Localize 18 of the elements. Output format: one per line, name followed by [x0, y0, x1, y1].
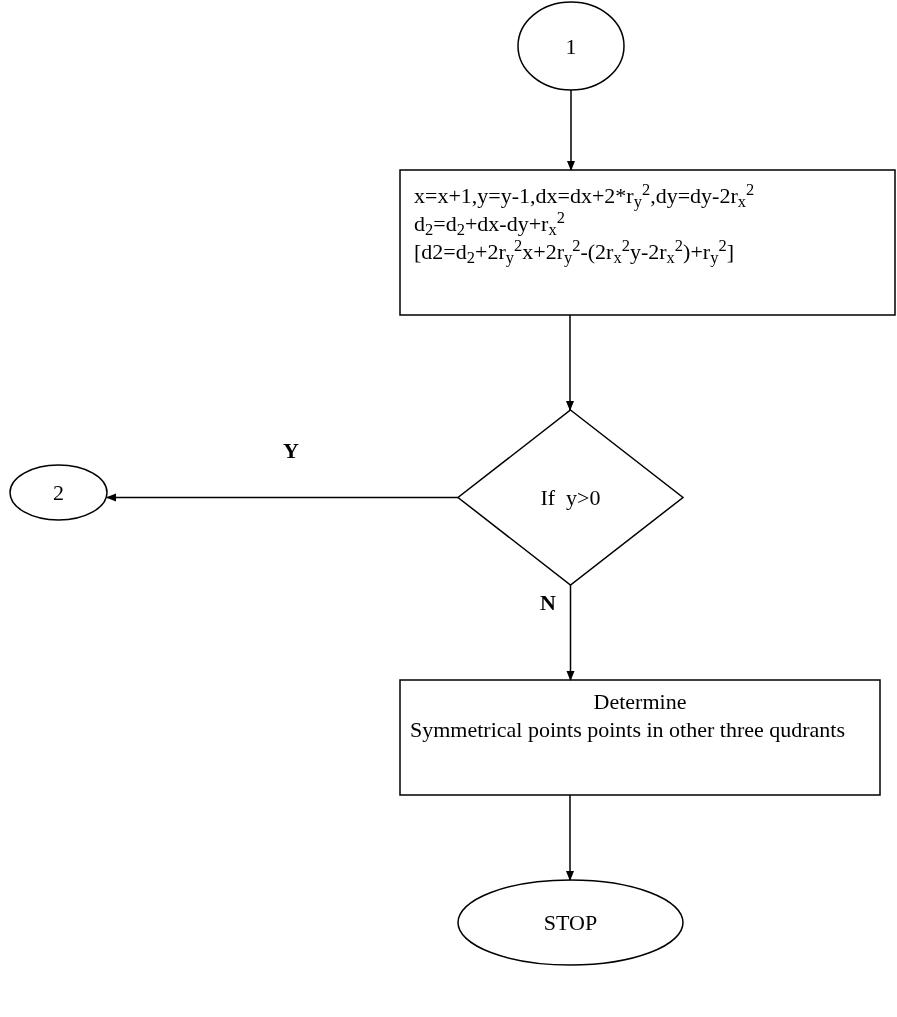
box-text: Determine [593, 688, 687, 716]
arrow [566, 584, 575, 681]
decision-diamond [456, 409, 685, 586]
connector-number: 2 [53, 479, 64, 507]
arrow [566, 314, 574, 411]
formula-text: [d2=d$_{2}$+2r$_{y}$$^{2}$x+2r$_{y}$$^{2}$-(2r$_{x}$$^{2}$y-2r$_{x}$$^{2}$)+r$_{y}$$^{2}$] [414, 238, 735, 266]
condition-text: If y>0 [540, 484, 601, 512]
connector-number: 1 [565, 32, 577, 61]
connector-circle [9, 464, 108, 521]
box-text: Symmetrical points points in other three qudrants [410, 716, 847, 744]
terminal-text: STOP [543, 909, 598, 937]
process-box [399, 679, 881, 796]
arrow [566, 794, 574, 881]
terminal-oval [457, 879, 684, 966]
arrow [567, 89, 575, 171]
arrow [106, 493, 459, 502]
process-box [399, 169, 896, 316]
connector-circle [517, 1, 625, 91]
